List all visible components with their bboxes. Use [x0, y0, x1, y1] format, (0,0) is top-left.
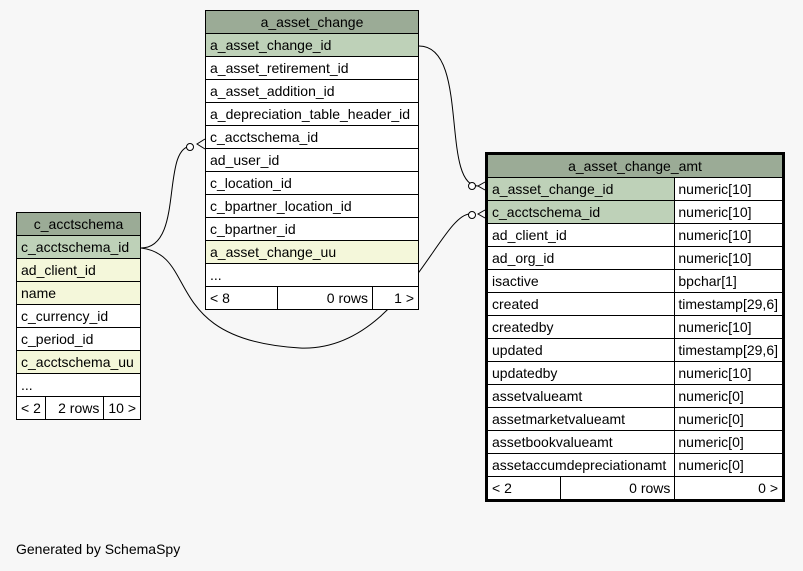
column-name[interactable]: a_asset_addition_id: [205, 79, 419, 103]
column-name[interactable]: c_location_id: [205, 171, 419, 195]
column-name[interactable]: ad_org_id: [485, 246, 676, 270]
row-count: 0 rows: [277, 286, 373, 310]
table-row: ad_user_id: [205, 148, 419, 172]
table-row: ad_client_id: [16, 258, 141, 282]
column-name[interactable]: c_bpartner_id: [205, 217, 419, 241]
table-row: c_period_id: [16, 327, 141, 351]
column-name[interactable]: c_acctschema_id: [485, 200, 676, 224]
column-name[interactable]: ad_user_id: [205, 148, 419, 172]
column-name[interactable]: a_depreciation_table_header_id: [205, 102, 419, 126]
column-name[interactable]: c_currency_id: [16, 304, 141, 328]
table-row: c_bpartner_id: [205, 217, 419, 241]
column-name[interactable]: created: [485, 292, 676, 316]
table-row: c_location_id: [205, 171, 419, 195]
table-row: ...: [16, 373, 141, 397]
table-row: a_asset_retirement_id: [205, 56, 419, 80]
column-type: timestamp[29,6]: [674, 292, 784, 316]
column-name[interactable]: a_asset_change_uu: [205, 240, 419, 264]
column-name[interactable]: name: [16, 281, 141, 305]
column-name[interactable]: c_acctschema_uu: [16, 350, 141, 374]
column-name[interactable]: assetbookvalueamt: [485, 430, 676, 454]
table-title[interactable]: a_asset_change_amt: [486, 153, 784, 178]
column-name[interactable]: ...: [16, 373, 141, 397]
column-type: numeric[0]: [674, 384, 784, 408]
table-row: a_asset_addition_id: [205, 79, 419, 103]
edge-end-crowfoot: [468, 182, 476, 190]
table-row: c_bpartner_location_id: [205, 194, 419, 218]
column-type: numeric[10]: [674, 223, 784, 247]
column-name[interactable]: a_asset_change_id: [205, 33, 419, 57]
column-name[interactable]: a_asset_retirement_id: [205, 56, 419, 80]
column-type: numeric[10]: [674, 246, 784, 270]
table-row: name: [16, 281, 141, 305]
column-name[interactable]: c_period_id: [16, 327, 141, 351]
column-name[interactable]: ad_client_id: [16, 258, 141, 282]
children-count[interactable]: 1 >: [372, 286, 419, 310]
table-row: c_currency_id: [16, 304, 141, 328]
table-row: ...: [205, 263, 419, 287]
edge-asset-change-to-amt: [418, 45, 479, 187]
children-count[interactable]: 0 >: [674, 476, 784, 501]
table-row: c_acctschema_id: [16, 235, 141, 259]
column-name[interactable]: assetmarketvalueamt: [485, 407, 676, 431]
column-type: numeric[0]: [674, 407, 784, 431]
column-name[interactable]: a_asset_change_id: [485, 177, 676, 201]
parents-count[interactable]: < 2: [16, 396, 46, 420]
table-footer: < 2 2 rows 10 >: [16, 396, 141, 420]
table-row: a_depreciation_table_header_id: [205, 102, 419, 126]
column-type: timestamp[29,6]: [674, 338, 784, 362]
table-title[interactable]: a_asset_change: [205, 10, 419, 34]
row-count: 0 rows: [559, 476, 676, 501]
parents-count[interactable]: < 8: [205, 286, 278, 310]
column-type: numeric[10]: [674, 177, 784, 201]
column-name[interactable]: assetvalueamt: [485, 384, 676, 408]
table-row: c_acctschema_uu: [16, 350, 141, 374]
column-name[interactable]: ...: [205, 263, 419, 287]
parents-count[interactable]: < 2: [486, 476, 561, 501]
column-type: numeric[0]: [674, 430, 784, 454]
column-name[interactable]: createdby: [485, 315, 676, 339]
column-type: numeric[0]: [674, 453, 784, 477]
table-row: c_acctschema_id: [205, 125, 419, 149]
column-type: numeric[10]: [674, 315, 784, 339]
column-name[interactable]: isactive: [485, 269, 676, 293]
column-type: numeric[10]: [674, 361, 784, 385]
edge-acctschema-to-asset-change: [140, 145, 193, 249]
table-title[interactable]: c_acctschema: [16, 212, 141, 236]
column-name[interactable]: updatedby: [485, 361, 676, 385]
column-name[interactable]: ad_client_id: [485, 223, 676, 247]
table-footer: < 2 0 rows 0 >: [486, 476, 784, 501]
table-footer: < 8 0 rows 1 >: [205, 286, 419, 310]
column-name[interactable]: c_bpartner_location_id: [205, 194, 419, 218]
column-type: numeric[10]: [674, 200, 784, 224]
column-name[interactable]: c_acctschema_id: [16, 235, 141, 259]
table-row: a_asset_change_uu: [205, 240, 419, 264]
edge-acctschema-to-amt: [140, 213, 471, 349]
column-name[interactable]: assetaccumdepreciationamt: [485, 453, 676, 477]
column-name[interactable]: c_acctschema_id: [205, 125, 419, 149]
column-type: bpchar[1]: [674, 269, 784, 293]
table-row: a_asset_change_id: [205, 33, 419, 57]
children-count[interactable]: 10 >: [103, 396, 141, 420]
column-name[interactable]: updated: [485, 338, 676, 362]
generated-by-label: Generated by SchemaSpy: [16, 541, 181, 557]
row-count: 2 rows: [44, 396, 105, 420]
